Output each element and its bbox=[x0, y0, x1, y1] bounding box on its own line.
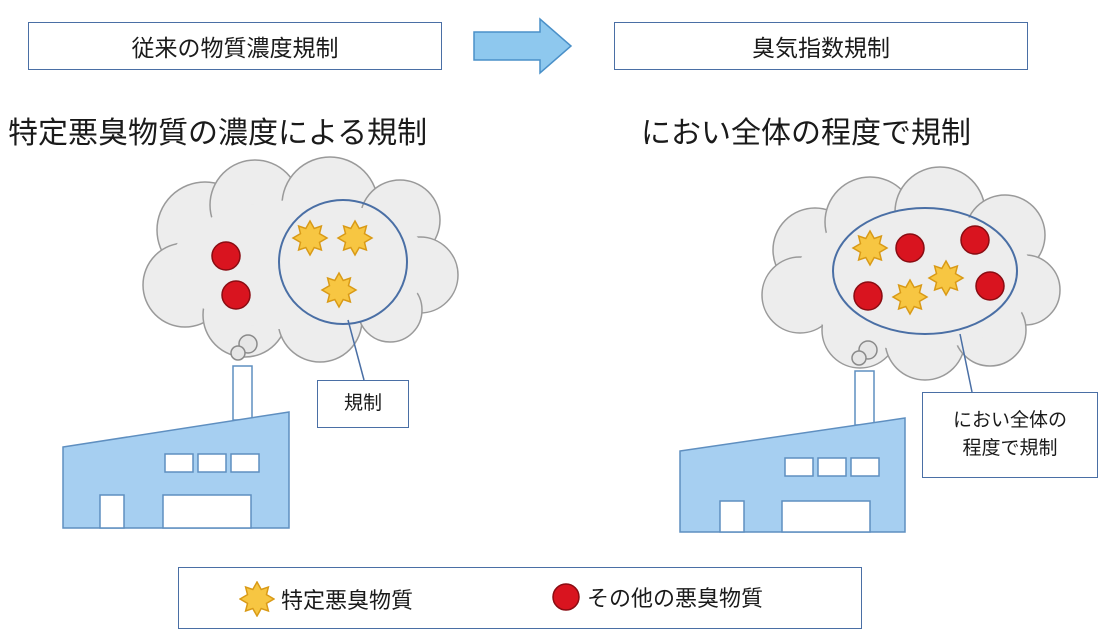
other-odor-circle bbox=[895, 233, 925, 263]
right-callout-line2: 程度で規制 bbox=[962, 437, 1058, 459]
right-callout-line bbox=[959, 333, 973, 393]
right-title-box: 臭気指数規制 bbox=[614, 22, 1028, 70]
legend-star-label: 特定悪臭物質 bbox=[281, 589, 414, 614]
right-callout-box: におい全体の 程度で規制 bbox=[922, 392, 1098, 478]
right-heading: におい全体の程度で規制 bbox=[641, 116, 971, 151]
other-odor-circle bbox=[960, 225, 990, 255]
left-cloud bbox=[142, 156, 459, 363]
right-factory bbox=[679, 370, 906, 533]
specific-odor-star bbox=[928, 260, 964, 296]
specific-odor-star bbox=[892, 279, 928, 315]
left-title: 従来の物質濃度規制 bbox=[131, 36, 339, 62]
specific-odor-star bbox=[337, 220, 373, 256]
specific-odor-star bbox=[292, 220, 328, 256]
left-callout-text: 規制 bbox=[343, 392, 382, 415]
left-regulation-circle bbox=[278, 199, 408, 325]
right-regulation-ellipse bbox=[832, 207, 1018, 335]
right-title: 臭気指数規制 bbox=[752, 36, 890, 62]
other-odor-circle bbox=[221, 280, 251, 310]
legend-item-specific: 特定悪臭物質 bbox=[239, 581, 413, 617]
left-factory bbox=[62, 365, 290, 529]
legend-circle-label: その他の悪臭物質 bbox=[587, 587, 764, 612]
right-cloud bbox=[761, 166, 1061, 381]
legend: 特定悪臭物質 その他の悪臭物質 bbox=[178, 567, 862, 629]
left-callout-line bbox=[347, 319, 365, 381]
arrow-icon bbox=[473, 17, 573, 75]
left-smoke bbox=[230, 334, 258, 361]
star-icon bbox=[239, 581, 275, 617]
specific-odor-star bbox=[852, 230, 888, 266]
left-heading: 特定悪臭物質の濃度による規制 bbox=[8, 116, 428, 151]
other-odor-circle bbox=[975, 271, 1005, 301]
other-odor-circle bbox=[211, 241, 241, 271]
right-smoke bbox=[851, 340, 878, 366]
other-odor-circle bbox=[853, 281, 883, 311]
specific-odor-star bbox=[321, 272, 357, 308]
right-callout-line1: におい全体の bbox=[952, 409, 1067, 432]
left-title-box: 従来の物質濃度規制 bbox=[28, 22, 442, 70]
circle-icon bbox=[552, 583, 580, 611]
left-callout-box: 規制 bbox=[317, 380, 409, 428]
legend-item-other: その他の悪臭物質 bbox=[551, 581, 763, 613]
